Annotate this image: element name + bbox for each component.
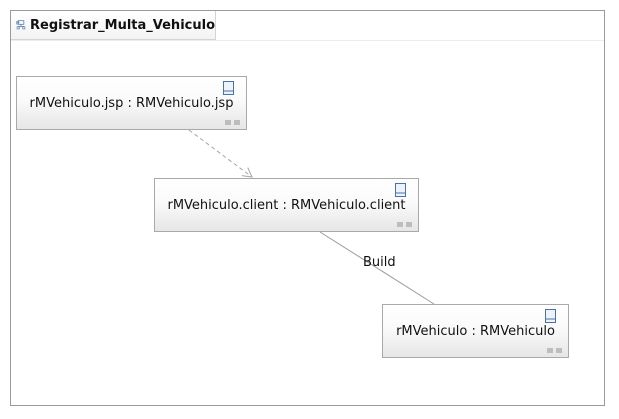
node-label: rMVehiculo.client : RMVehiculo.client <box>167 197 406 213</box>
resize-handle-icon[interactable] <box>547 348 563 353</box>
build-edge-client-server[interactable] <box>319 231 435 305</box>
diagram-title-tab[interactable]: Registrar_Multa_Vehiculo <box>11 11 216 40</box>
node-jsp[interactable]: rMVehiculo.jsp : RMVehiculo.jsp <box>16 76 247 130</box>
node-label: rMVehiculo.jsp : RMVehiculo.jsp <box>29 95 234 111</box>
artifact-icon <box>395 183 406 197</box>
edge-label-build[interactable]: Build <box>363 255 396 270</box>
diagram-title: Registrar_Multa_Vehiculo <box>30 17 215 33</box>
component-diagram-icon <box>16 20 26 30</box>
artifact-icon <box>223 81 234 95</box>
resize-handle-icon[interactable] <box>225 120 241 125</box>
resize-handle-icon[interactable] <box>397 222 413 227</box>
node-client[interactable]: rMVehiculo.client : RMVehiculo.client <box>154 178 419 232</box>
artifact-icon <box>545 309 556 323</box>
header-divider <box>11 40 604 41</box>
node-label: rMVehiculo : RMVehiculo <box>396 323 555 339</box>
node-server[interactable]: rMVehiculo : RMVehiculo <box>382 304 569 358</box>
dependency-edge-jsp-client[interactable] <box>188 129 253 178</box>
